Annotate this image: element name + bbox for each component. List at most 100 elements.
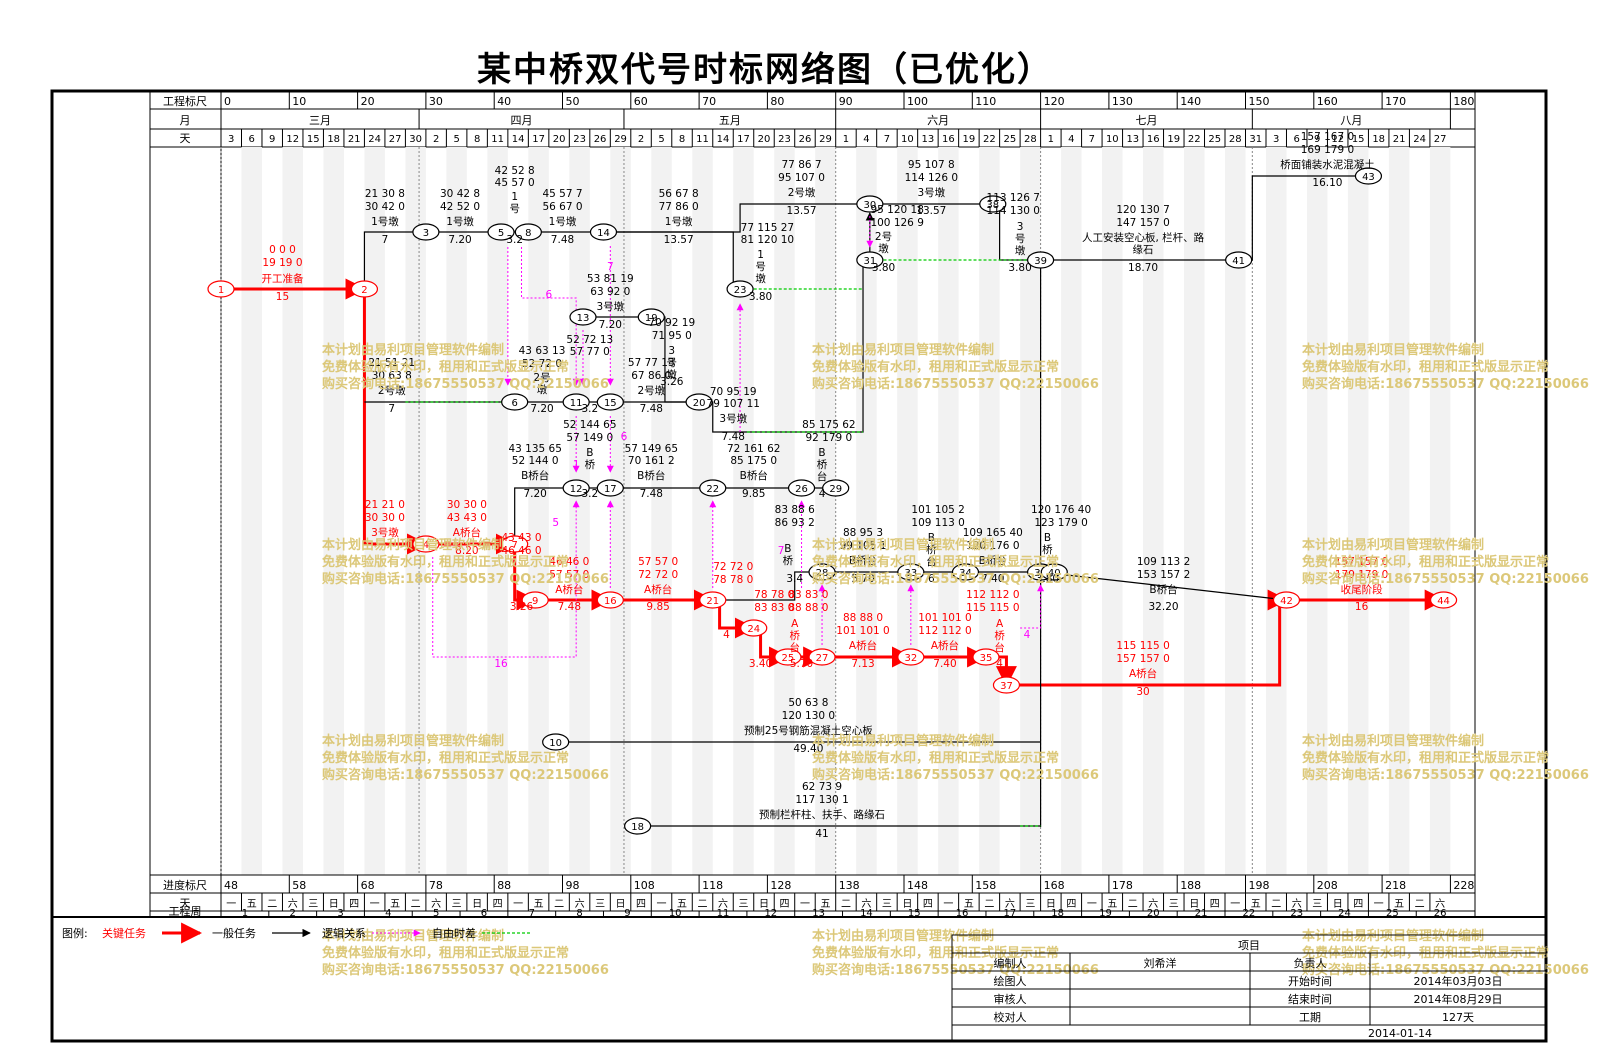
activity-label: 缘石: [1133, 243, 1154, 256]
day-label: 30: [409, 134, 422, 145]
activity-label: 15: [276, 291, 289, 303]
week-label: 26: [1434, 908, 1447, 919]
watermark-text: 购买咨询电话:18675550537 QQ:22150066: [812, 767, 1099, 783]
watermark-text: 本计划由易利项目管理软件编制: [322, 928, 504, 944]
progress-tick-label: 168: [1044, 879, 1065, 892]
day-label: 31: [1249, 134, 1262, 145]
progress-tick-label: 48: [224, 879, 238, 892]
activity-label: 16: [1355, 601, 1369, 613]
activity-label: 开工准备: [261, 272, 303, 285]
activity-label: 2号墩: [788, 186, 816, 199]
normal-task-arrow: [603, 199, 871, 233]
watermark-text: 本计划由易利项目管理软件编制: [1302, 733, 1484, 749]
activity-label: 7.48: [722, 431, 745, 443]
weekday-label: 二: [1128, 899, 1138, 910]
activity-label: 77 86 0: [659, 201, 699, 213]
day-label: 25: [1003, 134, 1016, 145]
owner-label: 负责人: [1294, 956, 1327, 970]
week-label: 15: [908, 908, 921, 919]
scale-tick-label: 150: [1249, 95, 1270, 108]
activity-label: 7: [388, 403, 395, 415]
day-band: [446, 147, 467, 875]
weekday-label: 日: [1333, 899, 1343, 910]
event-node-label: 38: [986, 200, 999, 211]
event-node: [897, 648, 925, 666]
activity-label: 台: [789, 641, 800, 654]
watermark-text: 免费体验版有水印，租用和正式版显示正常: [322, 945, 569, 961]
event-node-label: 41: [1232, 256, 1245, 267]
day-band: [897, 147, 918, 875]
activity-label: 3: [668, 345, 675, 357]
legend-float-text: 自由时差: [432, 926, 476, 940]
activity-label: 57 149 65: [625, 443, 678, 455]
progress-tick-label: 128: [770, 879, 791, 892]
activity-label: 43 135 65: [508, 443, 561, 455]
activity-label: 67 86 0: [631, 370, 671, 382]
event-node: [1225, 251, 1253, 269]
activity-label: 21 30 8: [365, 188, 405, 200]
month-row-label: 月: [180, 114, 191, 127]
day-band: [405, 147, 426, 875]
progress-tick-label: 108: [634, 879, 655, 892]
watermark-text: 购买咨询电话:18675550537 QQ:22150066: [322, 767, 609, 783]
activity-label: 21 21 0: [365, 499, 405, 511]
normal-task-arrow: [363, 227, 427, 289]
activity-label: 57 77 13: [628, 357, 675, 369]
activity-label: 117 130 1: [795, 794, 848, 806]
day-label: 8: [474, 134, 480, 145]
activity-label: A桥台: [644, 583, 672, 596]
event-node: [637, 308, 665, 326]
activity-label: 101 101 0: [836, 625, 889, 637]
event-node-label: 15: [604, 398, 617, 409]
day-band: [1429, 147, 1451, 875]
watermark-text: 免费体验版有水印，租用和正式版显示正常: [1302, 750, 1549, 766]
activity-label: 46 46 0: [549, 556, 589, 568]
day-band: [979, 147, 1000, 875]
activity-label: 3号墩: [719, 412, 747, 425]
day-label: 24: [1413, 134, 1426, 145]
activity-label: B: [928, 532, 935, 544]
progress-tick-label: 218: [1385, 879, 1406, 892]
activity-label: 号: [667, 357, 678, 369]
activity-label: 7.48: [640, 488, 663, 500]
week-label: 23: [1290, 908, 1303, 919]
watermark-text: 购买咨询电话:18675550537 QQ:22150066: [1302, 376, 1589, 392]
weekday-label: 六: [1292, 898, 1302, 910]
event-node-label: 30: [863, 200, 876, 211]
activity-label: 13.57: [916, 205, 946, 217]
week-label: 22: [1243, 908, 1256, 919]
activity-label: 墩: [537, 383, 548, 396]
activity-label: 桥: [789, 630, 800, 642]
normal-task-arrow: [514, 483, 577, 544]
activity-label: B桥台: [637, 469, 665, 482]
activity-label: 桥: [926, 544, 937, 556]
event-node: [992, 676, 1021, 694]
weekday-label: 六: [861, 898, 871, 910]
watermark-text: 购买咨询电话:18675550537 QQ:22150066: [322, 571, 609, 587]
month-label: 六月: [927, 114, 949, 127]
activity-label: 4: [723, 629, 730, 641]
day-label: 10: [901, 134, 914, 145]
weekday-label: 五: [534, 899, 544, 910]
day-band: [1020, 147, 1041, 875]
activity-label: 1: [573, 459, 580, 471]
event-node-label: 7: [512, 540, 518, 551]
event-node: [207, 280, 235, 298]
activity-label: 0 0 0: [269, 244, 296, 256]
activity-label: 109 113 0: [911, 517, 964, 529]
day-label: 25: [1208, 134, 1221, 145]
activity-label: 100 126 9: [870, 217, 923, 229]
activity-label: 19 19 0: [262, 257, 302, 269]
event-node: [596, 479, 624, 497]
month-label: 七月: [1135, 114, 1157, 127]
day-label: 26: [594, 134, 607, 145]
week-label: 1: [242, 908, 248, 919]
activity-label: 88 88 0: [788, 602, 828, 614]
weekday-label: 二: [267, 899, 277, 910]
week-label: 21: [1195, 908, 1208, 919]
activity-label: 63 92 0: [590, 286, 630, 298]
activity-label: 57 57 0: [549, 569, 589, 581]
event-node: [521, 591, 549, 609]
activity-label: 114 126 0: [905, 172, 958, 184]
activity-label: 120 176 0: [966, 540, 1019, 552]
